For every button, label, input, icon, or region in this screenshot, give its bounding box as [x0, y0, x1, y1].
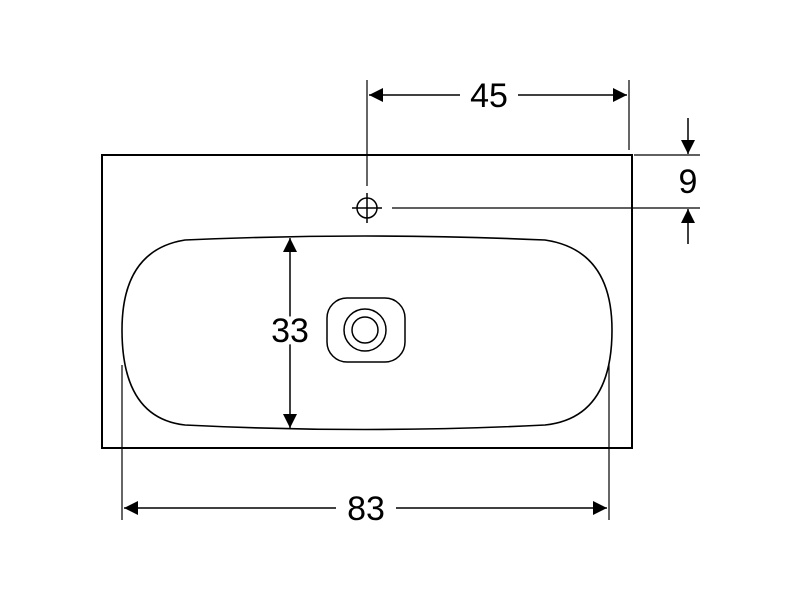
label-tap-hole-depth: 9 — [679, 163, 698, 201]
basin-outline — [101, 154, 633, 449]
label-bowl-depth: 33 — [271, 312, 309, 350]
drain-outer — [326, 297, 406, 363]
tap-hole — [352, 193, 382, 223]
label-overall-width: 83 — [347, 490, 385, 528]
dimension-overall-width: 83 — [124, 490, 607, 528]
dimension-bowl-depth: 33 — [266, 238, 314, 428]
bowl-outline — [121, 235, 613, 431]
dimension-tap-offset: 45 — [369, 77, 627, 115]
drain-ring — [343, 308, 387, 352]
label-tap-offset: 45 — [470, 77, 508, 115]
dimension-tap-hole-depth: 9 — [679, 118, 698, 244]
drain-hole — [351, 316, 379, 344]
